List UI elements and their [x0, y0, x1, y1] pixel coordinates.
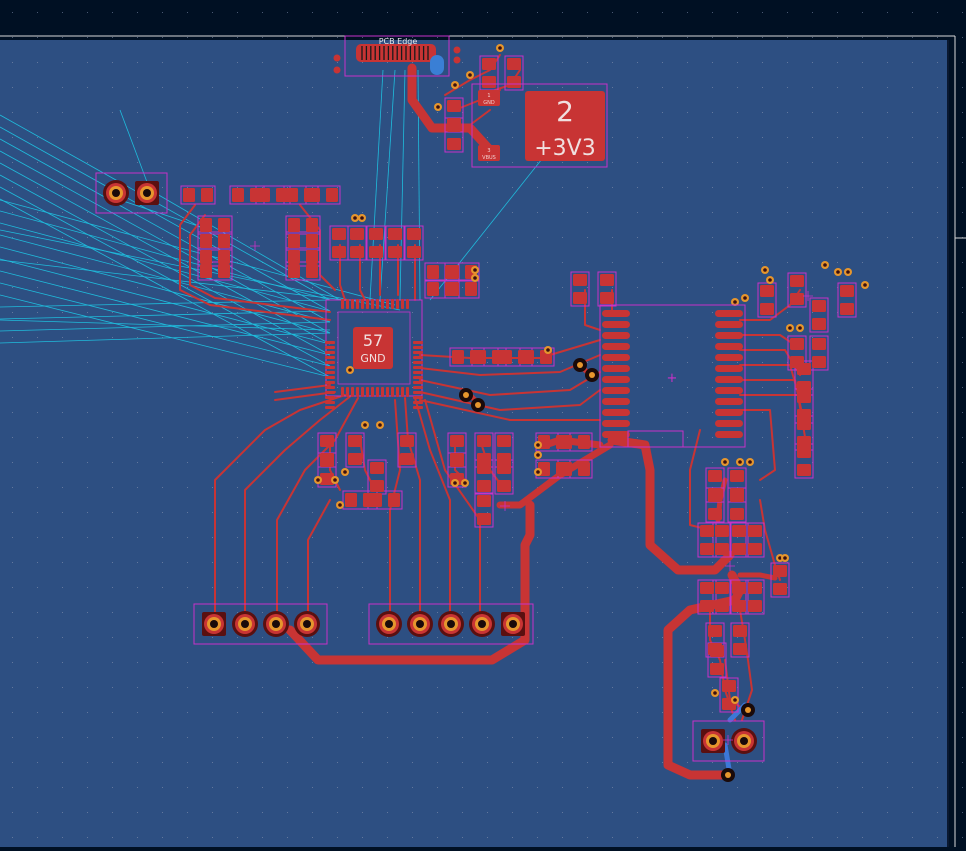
- ldo-pin3-number: 3: [487, 148, 490, 154]
- vias: [314, 44, 869, 782]
- ldo-tab-pad: [525, 91, 605, 161]
- svg-text:+: +: [667, 371, 678, 386]
- thermal-pad-number: 57: [363, 331, 383, 350]
- right-module[interactable]: +: [599, 304, 746, 448]
- thermal-pad-net: GND: [360, 352, 385, 365]
- ldo-pin1-number: 1: [487, 93, 490, 99]
- board-grid: [0, 40, 948, 847]
- tab-pad-net: +3V3: [534, 136, 595, 161]
- usb-connector[interactable]: PCB Edge: [333, 35, 461, 77]
- ldo-gnd-label: GND: [483, 100, 495, 106]
- ldo-regulator[interactable]: 2 +3V3 1 GND 3 VBUS: [471, 83, 608, 168]
- courtyards: [95, 55, 857, 762]
- pcb-edge-label: PCB Edge: [379, 37, 418, 46]
- ldo-vbus-label: VBUS: [482, 155, 496, 161]
- mcu-qfn[interactable]: 57 GND: [325, 299, 423, 409]
- tab-pad-number: 2: [556, 95, 574, 128]
- origin-markers: [250, 241, 813, 745]
- mcu-thermal-pad: [353, 327, 393, 369]
- smd-pads: [183, 58, 854, 710]
- through-hole-pins: [103, 180, 757, 754]
